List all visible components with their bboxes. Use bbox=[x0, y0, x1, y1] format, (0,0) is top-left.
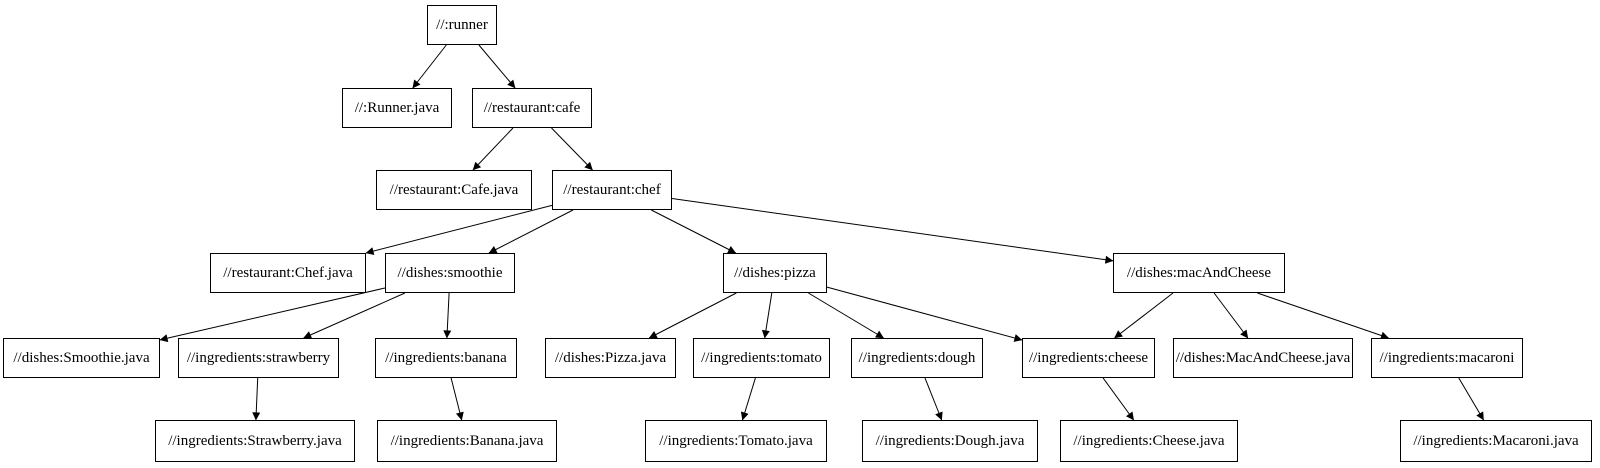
edge-macandcheese-to-macandcheese_java bbox=[1213, 292, 1249, 339]
edge-strawberry-to-strawberry_java bbox=[252, 377, 261, 421]
edge-pizza-to-pizza_java bbox=[648, 292, 737, 339]
graph-node-tomato: //ingredients:tomato bbox=[693, 338, 830, 378]
graph-node-banana-java: //ingredients:Banana.java bbox=[377, 420, 557, 462]
graph-node-macaroni-java: //ingredients:Macaroni.java bbox=[1400, 420, 1592, 462]
edge-runner-to-cafe bbox=[478, 44, 516, 89]
edge-smoothie-to-banana bbox=[443, 292, 452, 339]
graph-node-macandcheese: //dishes:macAndCheese bbox=[1113, 253, 1285, 293]
edge-macaroni-to-macaroni_java bbox=[1458, 377, 1485, 421]
edge-group bbox=[159, 44, 1485, 421]
edge-chef-to-pizza bbox=[651, 209, 737, 254]
graph-node-cafe-java: //restaurant:Cafe.java bbox=[376, 170, 532, 210]
graph-node-cheese: //ingredients:cheese bbox=[1022, 338, 1155, 378]
graph-node-strawberry-java: //ingredients:Strawberry.java bbox=[155, 420, 355, 462]
edge-chef-to-macandcheese bbox=[671, 198, 1114, 264]
graph-node-macaroni: //ingredients:macaroni bbox=[1371, 338, 1523, 378]
edge-runner-to-runner_java bbox=[412, 44, 447, 89]
graph-node-runner-java: //:Runner.java bbox=[342, 88, 452, 128]
graph-node-pizza: //dishes:pizza bbox=[723, 253, 827, 293]
graph-node-cafe: //restaurant:cafe bbox=[472, 88, 592, 128]
edge-pizza-to-tomato bbox=[761, 292, 773, 339]
edge-smoothie-to-smoothie_java bbox=[159, 287, 386, 343]
edge-chef-to-chef_java bbox=[365, 204, 553, 255]
edge-tomato-to-tomato_java bbox=[740, 377, 756, 421]
edge-cheese-to-cheese_java bbox=[1102, 377, 1135, 421]
graph-node-chef: //restaurant:chef bbox=[552, 170, 672, 210]
graph-node-cheese-java: //ingredients:Cheese.java bbox=[1060, 420, 1238, 462]
edge-cafe-to-chef bbox=[551, 127, 593, 171]
graph-node-smoothie-java: //dishes:Smoothie.java bbox=[3, 338, 160, 378]
graph-node-runner: //:runner bbox=[427, 5, 497, 45]
graph-node-strawberry: //ingredients:strawberry bbox=[178, 338, 339, 378]
graph-node-dough: //ingredients:dough bbox=[851, 338, 983, 378]
graph-node-pizza-java: //dishes:Pizza.java bbox=[545, 338, 676, 378]
edge-pizza-to-dough bbox=[808, 292, 884, 339]
graph-node-banana: //ingredients:banana bbox=[375, 338, 517, 378]
edge-macandcheese-to-cheese bbox=[1114, 292, 1174, 339]
edge-cafe-to-cafe_java bbox=[472, 127, 514, 171]
graph-node-dough-java: //ingredients:Dough.java bbox=[862, 420, 1038, 462]
edge-chef-to-smoothie bbox=[488, 209, 574, 254]
edge-dough-to-dough_java bbox=[924, 377, 943, 421]
edge-macandcheese-to-macaroni bbox=[1257, 292, 1389, 340]
graph-node-chef-java: //restaurant:Chef.java bbox=[210, 253, 366, 293]
graph-node-tomato-java: //ingredients:Tomato.java bbox=[645, 420, 827, 462]
edge-pizza-to-cheese bbox=[826, 286, 1023, 342]
edge-smoothie-to-strawberry bbox=[303, 292, 406, 339]
graph-node-smoothie: //dishes:smoothie bbox=[385, 253, 515, 293]
graph-node-macandcheese-java: //dishes:MacAndCheese.java bbox=[1173, 338, 1353, 378]
edge-banana-to-banana_java bbox=[450, 377, 464, 421]
